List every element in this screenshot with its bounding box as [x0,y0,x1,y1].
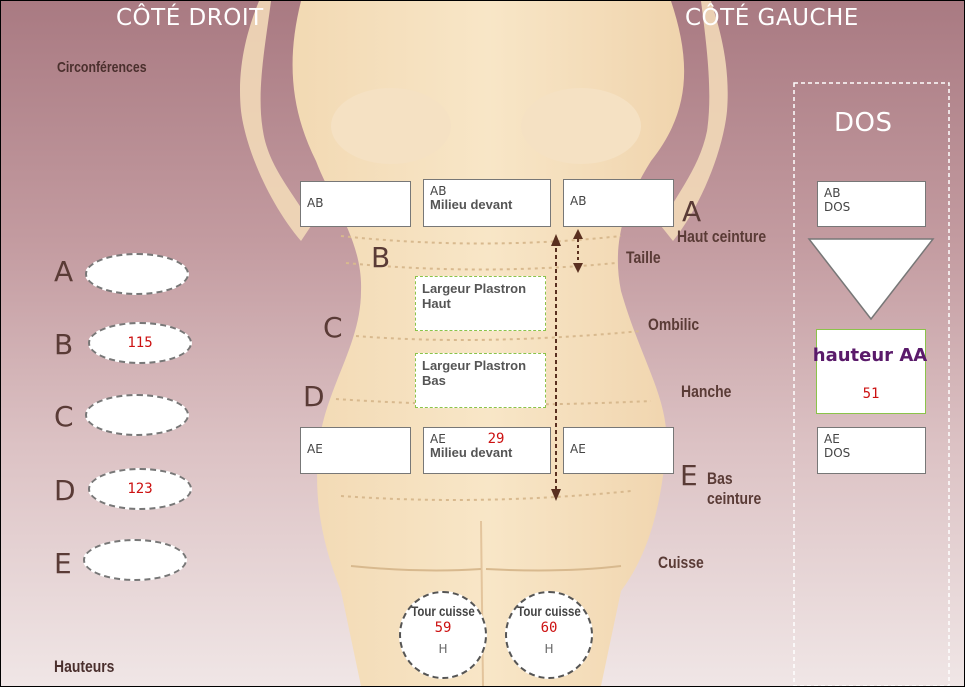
body-letter-c: C [323,311,343,344]
ae-back-label: DOS [824,446,919,460]
thigh-left-circle[interactable]: Tour cuisse 60 H [505,591,593,679]
body-letter-d: D [303,380,325,413]
ab-left-box[interactable]: AB [563,179,674,227]
thigh-right-label: Tour cuisse [409,603,478,619]
haut-ceinture-label: Haut ceinture [677,227,766,247]
ab-back-box[interactable]: AB DOS [817,181,926,227]
plastron-haut-box[interactable]: Largeur Plastron Haut [415,276,546,331]
thigh-right-unit: H [401,642,485,656]
oval-letter-b: B [54,328,73,361]
ae-front-code: AE [430,432,446,446]
height-aa-label: hauteur AA [790,345,950,366]
ab-front-code: AB [430,184,544,198]
ae-right-box[interactable]: AE [300,427,411,474]
body-letter-a: A [682,195,701,228]
ab-back-label: DOS [824,200,919,214]
plastron-bas-label-2: Bas [422,373,539,388]
ae-left-code: AE [570,442,586,456]
left-side-header: CÔTÉ GAUCHE [685,5,859,31]
ae-right-code: AE [307,442,323,456]
ab-right-box[interactable]: AB [300,181,411,227]
ombilic-label: Ombilic [648,315,699,335]
ab-front-box[interactable]: AB Milieu devant [423,179,551,227]
circumference-d-input[interactable]: 123 [88,468,192,510]
ae-back-code: AE [824,432,919,446]
body-letter-e: E [680,459,698,492]
plastron-bas-box[interactable]: Largeur Plastron Bas [415,353,546,408]
oval-letter-c: C [54,400,74,433]
bas-label: Bas [707,469,733,489]
circumference-c-input[interactable] [85,394,189,436]
ceinture-label: ceinture [707,489,761,509]
hanche-label: Hanche [681,382,731,402]
ae-front-box[interactable]: AE 29 Milieu devant [423,427,551,474]
ae-left-box[interactable]: AE [563,427,674,474]
ab-left-code: AB [570,194,586,208]
plastron-bas-label-1: Largeur Plastron [422,358,539,373]
taille-label: Taille [626,248,661,268]
height-aa-value: 51 [816,386,926,402]
oval-letter-d: D [54,474,76,507]
ab-right-code: AB [307,196,323,210]
ab-front-label: Milieu devant [430,198,544,212]
cuisse-label: Cuisse [658,553,704,573]
ab-back-code: AB [824,186,919,200]
circumferences-label: Circonférences [57,59,147,76]
oval-letter-a: A [54,255,73,288]
down-triangle-icon [809,239,933,319]
thigh-left-value: 60 [507,620,591,636]
plastron-haut-label-1: Largeur Plastron [422,281,539,296]
circumference-e-input[interactable] [83,539,187,581]
circumference-a-input[interactable] [85,253,189,295]
circumference-b-input[interactable]: 115 [88,322,192,364]
thigh-left-label: Tour cuisse [515,603,584,619]
ae-front-label: Milieu devant [430,446,544,460]
plastron-haut-label-2: Haut [422,296,539,311]
body-letter-b: B [371,241,390,274]
right-side-header: CÔTÉ DROIT [116,5,264,31]
thigh-right-value: 59 [401,620,485,636]
back-header: DOS [834,108,893,138]
heights-label: Hauteurs [54,657,114,677]
thigh-right-circle[interactable]: Tour cuisse 59 H [399,591,487,679]
thigh-left-unit: H [507,642,591,656]
ae-back-box[interactable]: AE DOS [817,427,926,474]
oval-letter-e: E [54,547,72,580]
